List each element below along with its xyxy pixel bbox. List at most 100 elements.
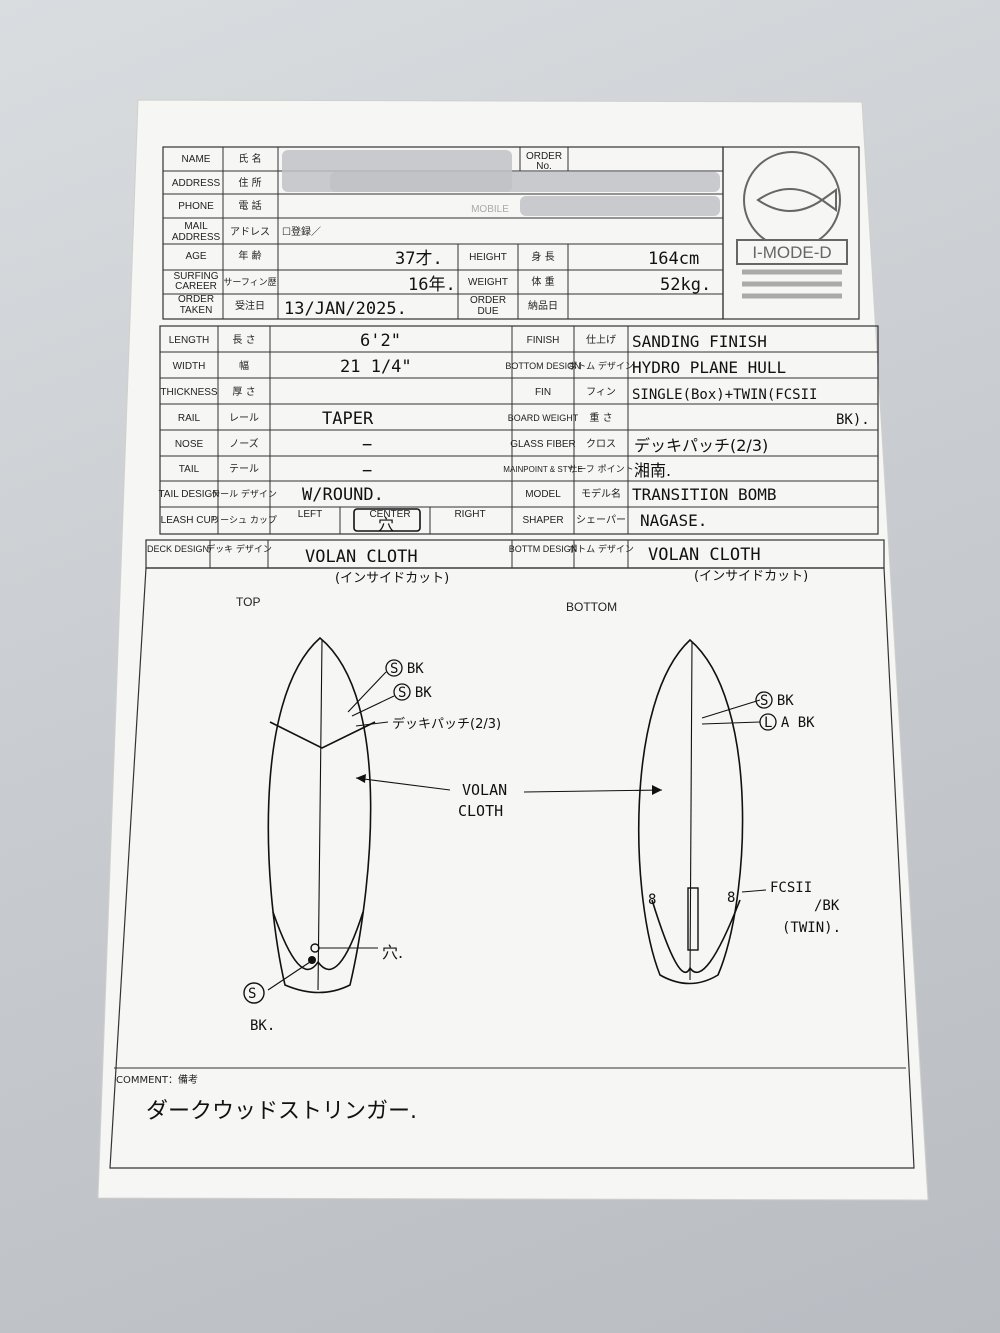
rail-label: RAIL xyxy=(178,413,201,424)
mainpoint-value: 湘南. xyxy=(634,461,671,480)
age-value: 37才. xyxy=(395,249,443,269)
bottom-design-value: HYDRO PLANE HULL xyxy=(632,358,786,377)
bottom-inside-cut xyxy=(651,899,741,974)
leash-mark: 穴 xyxy=(378,515,394,534)
taken-value: 13/JAN/2025. xyxy=(284,299,407,319)
height-label: HEIGHT xyxy=(469,252,507,263)
bottom-design-row-sub: (インサイドカット) xyxy=(694,569,808,584)
shaper-label: SHAPER xyxy=(522,515,563,526)
mainpoint-label-jp: サーフ ポイント xyxy=(568,464,633,475)
hole-label: 穴. xyxy=(382,943,403,962)
bottom-board-drawing: BOTTOM 8 8 S BK L A BK FCSII /BK (TWIN). xyxy=(523,600,841,985)
glass-fiber-value: デッキパッチ(2/3) xyxy=(634,436,768,455)
nose-label-jp: ノーズ xyxy=(229,437,259,450)
bottom-board-outline xyxy=(637,638,744,985)
redacted-info xyxy=(282,150,720,216)
career-label: SURFING xyxy=(174,271,219,282)
mail-label-jp: アドレス xyxy=(230,227,270,238)
deck-design-label: DECK DESIGN xyxy=(147,544,209,554)
fcs-twin-label: (TWIN). xyxy=(782,920,841,936)
bottom-label: BOTTOM xyxy=(566,600,617,614)
bottom-design-label-jp: ボトム デザイン xyxy=(568,360,634,372)
bottom-design-label: BOTTOM DESIGN xyxy=(505,361,580,371)
nose-value: − xyxy=(362,435,372,455)
taken-label-2: TAKEN xyxy=(180,305,213,316)
weight-value: 52kg. xyxy=(660,275,711,295)
weight-label: WEIGHT xyxy=(468,277,508,288)
taken-label-jp: 受注日 xyxy=(235,299,265,312)
top-board-outline xyxy=(267,636,372,994)
tail-bk-label: BK. xyxy=(250,1018,275,1034)
phone-label-jp: 電 話 xyxy=(238,199,261,212)
leash-center-circle xyxy=(353,508,421,532)
spec-table xyxy=(159,325,879,535)
leash-cup-label-jp: リーシュ カップ xyxy=(211,515,277,526)
bottom-design-row-value: VOLAN CLOTH xyxy=(648,545,761,565)
tail-value: − xyxy=(362,461,372,481)
order-no-label: ORDER xyxy=(526,151,562,162)
bottom-design-row-label-jp: ボトム デザイン xyxy=(568,543,634,555)
weight-label-jp: 体 重 xyxy=(531,275,554,288)
mail-value: ☐登録／ xyxy=(282,225,321,238)
tail-s-label: S xyxy=(248,986,256,1002)
career-label-jp: サーフィン歴 xyxy=(223,277,276,288)
deck-design-sub: (インサイドカット) xyxy=(335,571,449,586)
tail-label: TAIL xyxy=(179,464,200,475)
paper xyxy=(97,99,929,1201)
right-twin-fin: 8 xyxy=(727,890,735,906)
bottom-note-s-bk: S BK xyxy=(760,693,794,709)
board-weight-label: BOARD WEIGHT xyxy=(508,413,579,423)
volan-label: VOLAN xyxy=(462,781,507,799)
top-stringer xyxy=(317,639,323,991)
board-weight-label-jp: 重 さ xyxy=(589,411,612,424)
leash-left: LEFT xyxy=(298,509,322,520)
note-s-bk-1: S BK xyxy=(390,661,424,677)
fin-value: SINGLE(Box)+TWIN(FCSII xyxy=(632,387,817,403)
phone-label: PHONE xyxy=(178,201,214,212)
width-value: 21 1/4" xyxy=(340,357,412,377)
comment-value: ダークウッドストリンガー. xyxy=(146,1099,417,1124)
name-label-jp: 氏 名 xyxy=(238,152,261,165)
design-table xyxy=(109,539,915,1169)
deck-design-label-jp: デッキ デザイン xyxy=(206,543,272,555)
left-twin-fin: 8 xyxy=(648,892,656,908)
spec-right-labels: FINISH 仕上げ BOTTOM DESIGN ボトム デザイン FIN フィ… xyxy=(503,333,634,526)
fin-label: FIN xyxy=(535,387,551,398)
deck-patch-line xyxy=(269,721,376,749)
glass-fiber-label: GLASS FIBER xyxy=(510,439,576,450)
name-label: NAME xyxy=(182,154,211,165)
model-value: TRANSITION BOMB xyxy=(632,485,777,504)
career-value: 16年. xyxy=(408,275,456,295)
model-label-jp: モデル名 xyxy=(581,487,621,500)
bottom-design-row-label: BOTTM DESIGN xyxy=(509,544,578,554)
order-no-label-2: No. xyxy=(536,161,552,172)
finish-label-jp: 仕上げ xyxy=(586,333,616,346)
height-value: 164cm xyxy=(648,249,699,269)
model-label: MODEL xyxy=(525,489,561,500)
tail-design-label: TAIL DESIGN xyxy=(158,489,219,500)
deck-design-value: VOLAN CLOTH xyxy=(305,547,418,567)
single-fin-box xyxy=(687,887,699,951)
length-label: LENGTH xyxy=(169,335,210,346)
top-board-drawing: TOP 穴. S BK. S BK S BK デッキパッチ(2/3) xyxy=(236,595,501,1034)
width-label-jp: 幅 xyxy=(239,359,249,372)
finish-label: FINISH xyxy=(527,335,560,346)
taken-label: ORDER xyxy=(178,294,214,305)
s-logo-circle xyxy=(243,982,265,1004)
mail-label-2: ADDRESS xyxy=(172,232,221,243)
mainpoint-label: MAINPOINT & STYLE xyxy=(503,465,582,474)
glass-fiber-label-jp: クロス xyxy=(586,438,616,450)
due-label-jp: 納品日 xyxy=(528,299,558,312)
note-s-bk-2: S BK xyxy=(398,685,432,701)
stamp-text: I-MODE-D xyxy=(752,243,831,262)
address-label: ADDRESS xyxy=(172,178,221,189)
length-value: 6'2" xyxy=(360,331,401,351)
rail-value: TAPER xyxy=(322,409,374,429)
nose-label: NOSE xyxy=(175,439,204,450)
tail-design-label-jp: テール デザイン xyxy=(211,488,277,500)
rail-label-jp: レール xyxy=(229,413,259,424)
finish-value: SANDING FINISH xyxy=(632,332,767,351)
mobile-label: MOBILE xyxy=(471,204,509,215)
